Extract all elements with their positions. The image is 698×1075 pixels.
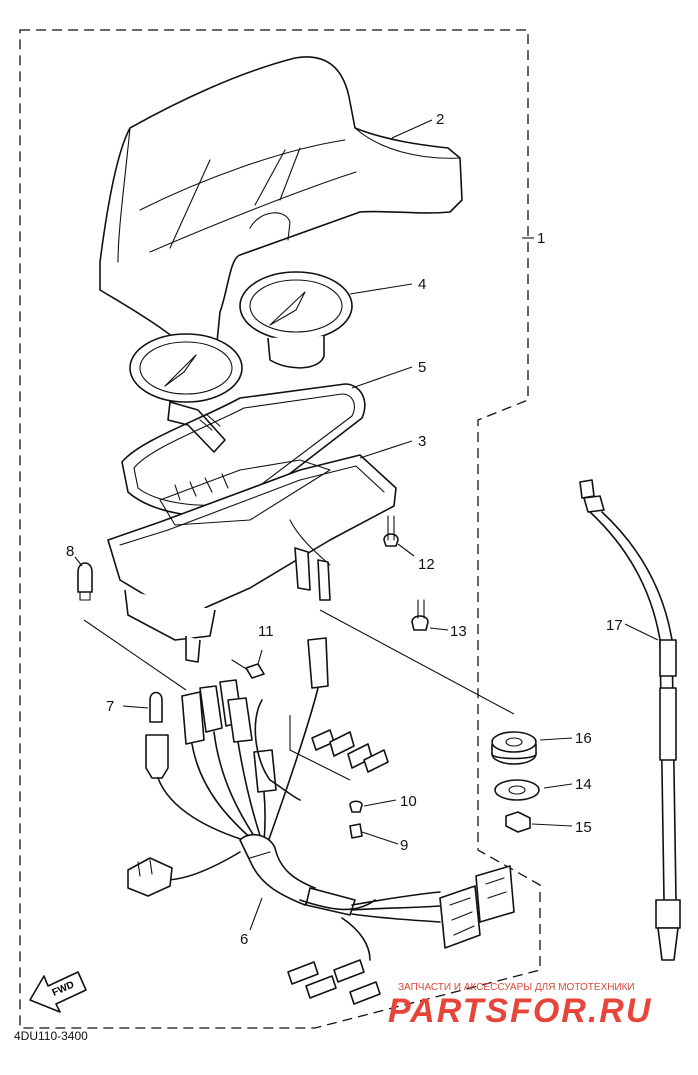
screw-12 <box>383 515 399 547</box>
grommet-16 <box>491 731 537 765</box>
callout-7: 7 <box>106 698 114 715</box>
callout-9: 9 <box>400 837 408 854</box>
callout-14: 14 <box>575 776 592 793</box>
callout-6: 6 <box>240 931 248 948</box>
terminals <box>287 729 389 1005</box>
gauge-assembly <box>129 271 353 453</box>
callout-leaders <box>74 119 659 931</box>
connector-right <box>439 865 515 949</box>
watermark-brand: PARTSFOR.RU <box>388 992 652 1030</box>
diagram-code: 4DU110-3400 <box>14 1029 88 1043</box>
leader-routing <box>289 715 351 781</box>
screw-9 <box>349 823 363 839</box>
callout-10: 10 <box>400 793 417 810</box>
callout-3: 3 <box>418 433 426 450</box>
leader-bulb-8 <box>83 619 187 691</box>
screw-11 <box>231 659 265 679</box>
screw-13 <box>411 599 429 631</box>
callout-4: 4 <box>418 276 426 293</box>
wire-harness <box>157 687 441 961</box>
callout-5: 5 <box>418 359 426 376</box>
meter-case <box>107 454 397 663</box>
callout-17: 17 <box>606 617 623 634</box>
washer-10 <box>349 800 363 813</box>
bulb-7 <box>149 691 163 723</box>
speedometer-cable <box>579 479 681 961</box>
leader-grommet <box>319 609 515 715</box>
watermark-tagline: ЗАПЧАСТИ И АКСЕССУАРЫ ДЛЯ МОТОТЕХНИКИ <box>398 982 635 993</box>
callout-8: 8 <box>66 543 74 560</box>
callout-11: 11 <box>258 623 274 640</box>
callout-13: 13 <box>450 623 467 640</box>
meter-cover <box>99 56 463 363</box>
bulb-8 <box>77 562 93 601</box>
washer-14 <box>494 779 540 801</box>
bulb-sockets <box>145 637 329 793</box>
callout-15: 15 <box>575 819 592 836</box>
callout-12: 12 <box>418 556 435 573</box>
callout-2: 2 <box>436 111 444 128</box>
forward-arrow-icon: FWD <box>29 971 87 1013</box>
callout-1: 1 <box>537 230 545 247</box>
callout-16: 16 <box>575 730 592 747</box>
connector-left <box>127 857 173 897</box>
nut-15 <box>505 811 531 833</box>
